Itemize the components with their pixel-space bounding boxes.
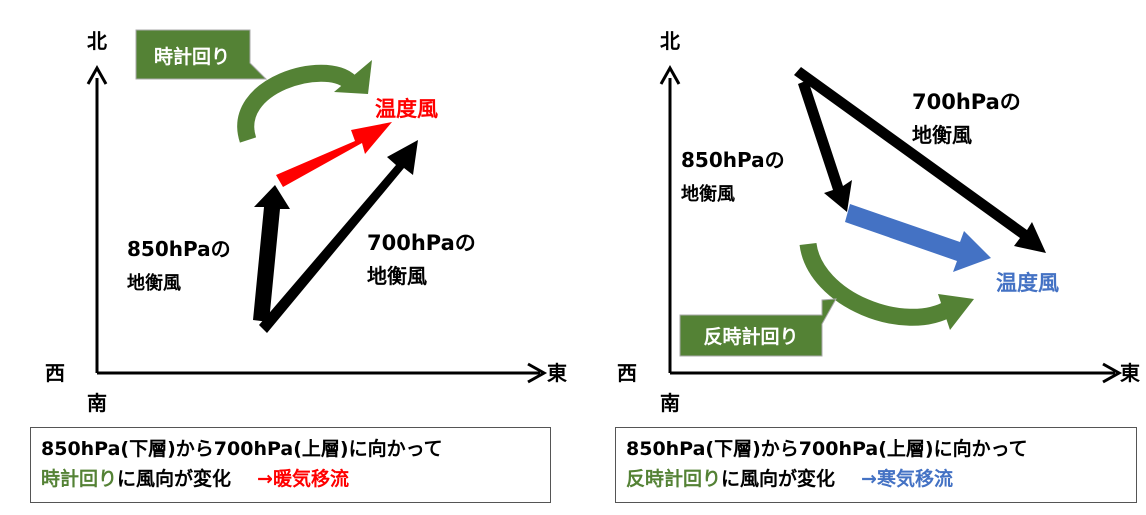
right-850hpa-wind-arrow — [798, 80, 852, 212]
right-caption-line1: 850hPa(下層)から700hPa(上層)に向かって — [626, 438, 1028, 460]
right-west-label: 西 — [617, 361, 637, 385]
left-850-label-line1: 850hPaの — [127, 237, 231, 261]
left-north-arrowhead — [86, 64, 108, 85]
left-east-arrowhead — [527, 362, 548, 384]
left-east-label: 東 — [547, 361, 567, 385]
left-axes — [86, 64, 548, 384]
right-thermal-wind-label: 温度風 — [996, 271, 1059, 295]
left-caption-box: 850hPa(下層)から700hPa(上層)に向かって 時計回りに風向が変化 →暖… — [30, 427, 551, 503]
right-panel: 北 南 西 東 反時計回り 温度風 850hPaの 地衡風 700hPaの 地衡… — [617, 29, 1140, 415]
right-caption-rotation: 反時計回り — [626, 468, 722, 490]
right-axes — [659, 64, 1123, 384]
left-south-label: 南 — [87, 391, 107, 415]
left-850-label-line2: 地衡風 — [127, 272, 181, 294]
right-north-arrowhead — [659, 64, 681, 85]
right-rotation-arrow — [799, 242, 974, 330]
right-700hpa-wind-arrow — [794, 67, 1046, 253]
right-caption-box: 850hPa(下層)から700hPa(上層)に向かって 反時計回りに風向が変化 →… — [615, 427, 1137, 503]
right-850-label-line2: 地衡風 — [681, 183, 735, 205]
left-700-label-line2: 地衡風 — [367, 264, 427, 288]
right-700-label-line1: 700hPaの — [912, 90, 1021, 114]
left-caption-line2: 時計回りに風向が変化 →暖気移流 — [41, 464, 540, 494]
right-caption-middle: に風向が変化 — [721, 468, 836, 490]
left-north-label: 北 — [87, 29, 107, 53]
right-east-label: 東 — [1120, 361, 1140, 385]
left-west-label: 西 — [45, 361, 65, 385]
right-north-label: 北 — [660, 29, 680, 53]
right-east-arrowhead — [1102, 362, 1123, 384]
left-caption-middle: に風向が変化 — [117, 468, 232, 490]
left-callout: 時計回り — [135, 29, 268, 80]
right-callout: 反時計回り — [679, 298, 837, 357]
left-panel: 北 南 西 東 時計回り 温度風 850hPaの 地衡風 700hPaの 地衡風 — [45, 29, 567, 415]
left-700hpa-wind-arrow — [259, 140, 418, 333]
right-thermal-wind-arrow — [845, 204, 991, 272]
left-thermal-wind-label: 温度風 — [375, 97, 438, 121]
left-thermal-wind-arrow — [276, 122, 392, 187]
left-callout-label: 時計回り — [154, 45, 230, 68]
left-caption-line1: 850hPa(下層)から700hPa(上層)に向かって — [41, 438, 443, 460]
left-700-label-line1: 700hPaの — [367, 231, 476, 255]
left-rotation-arrow — [237, 60, 372, 143]
right-caption-result: →寒気移流 — [861, 468, 953, 490]
right-caption-line2: 反時計回りに風向が変化 →寒気移流 — [626, 464, 1126, 494]
right-callout-label: 反時計回り — [703, 325, 798, 348]
left-850hpa-wind-arrow — [253, 185, 290, 322]
right-850-label-line1: 850hPaの — [681, 148, 785, 172]
right-700-label-line2: 地衡風 — [912, 123, 972, 147]
right-south-label: 南 — [660, 391, 680, 415]
left-caption-result: →暖気移流 — [257, 468, 349, 490]
left-caption-rotation: 時計回り — [41, 468, 118, 490]
